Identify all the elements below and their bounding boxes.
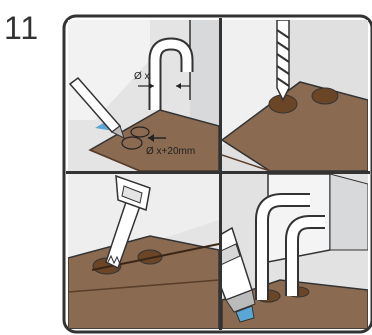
panel-drill-holes [222, 20, 368, 171]
panel-fit-board [204, 174, 368, 329]
drill-bit-icon [277, 20, 289, 100]
panel-saw-slot [68, 174, 219, 329]
pipe-diameter-label: Ø x [134, 71, 150, 82]
panel-mark-holes: Ø x Ø x+20mm [68, 20, 219, 171]
hole-diameter-label: Ø x+20mm [146, 146, 195, 157]
